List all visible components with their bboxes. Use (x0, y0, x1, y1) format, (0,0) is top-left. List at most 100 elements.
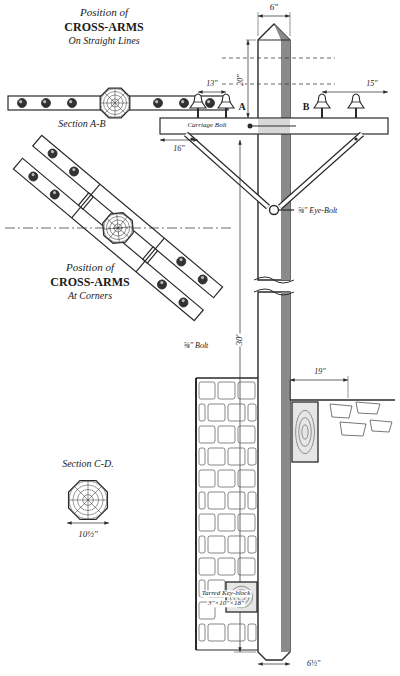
crossarm-plan (33, 135, 223, 297)
wall-stone (228, 492, 245, 509)
part-label: Carriage Bolt (186, 122, 227, 129)
wood-ray (110, 214, 124, 228)
pole-upper (258, 24, 290, 280)
wood-ray (115, 103, 116, 117)
footing-line (196, 649, 258, 650)
wall-stone (199, 448, 205, 465)
pin-hole (175, 255, 188, 268)
wall-stone (218, 470, 235, 487)
wall-stone (228, 448, 245, 465)
alternative-arm-position (222, 58, 335, 59)
wall-stone (199, 426, 215, 443)
pole-cap-edge (258, 40, 290, 41)
wood-ray (88, 500, 101, 513)
center-line (5, 228, 232, 229)
key-block (292, 402, 318, 462)
pole-shade (281, 292, 290, 652)
pin-hole (46, 147, 59, 160)
section-label: Section C-D. (61, 459, 115, 470)
pin-hole-highlight (179, 257, 183, 261)
wall-stone (238, 514, 255, 531)
extension-line (246, 40, 256, 41)
wall-stone (238, 382, 255, 399)
wood-ray (115, 93, 125, 103)
pin-hole-highlight (207, 100, 210, 103)
insulator-pin (225, 108, 227, 118)
part-label: 3"×10"×18" (207, 600, 245, 607)
wood-ray (118, 228, 129, 237)
title-line: Position of (65, 262, 115, 274)
extension-line (348, 376, 349, 398)
wall-stone (248, 404, 256, 421)
dimension-arrowhead (198, 90, 203, 93)
wood-ray (105, 103, 115, 113)
eye-bolt-shank (279, 209, 294, 210)
dimension-line (67, 523, 109, 524)
growth-ring (296, 410, 315, 453)
dimension-arrowhead (238, 140, 241, 145)
pin-hole (196, 273, 209, 286)
pin-hole (180, 99, 189, 108)
wall-stone (199, 558, 215, 575)
dimension-line (290, 380, 348, 381)
rubble-stone (340, 422, 366, 436)
crossarm-plan (13, 158, 203, 320)
rubble-stone (356, 402, 380, 414)
title-line: CROSS-ARMS (63, 21, 144, 34)
dimension-label: 19" (313, 368, 326, 376)
wood-ray (118, 217, 127, 228)
wall-stone (218, 514, 235, 531)
pin-hole-highlight (200, 275, 204, 279)
dimension-arrowhead (285, 662, 290, 665)
wood-ray (69, 500, 88, 501)
carriage-bolt (250, 125, 296, 126)
pin-hole (206, 99, 215, 108)
title-line: Position of (79, 7, 129, 19)
pin-hole (42, 99, 51, 108)
pin-hole (156, 278, 169, 291)
insulator-glass (314, 94, 330, 108)
insulator-groove (221, 102, 231, 103)
section-label: Section A-B (57, 119, 106, 130)
insulator-groove (317, 102, 327, 103)
through-bolt (72, 184, 100, 218)
wall-stone (199, 536, 205, 553)
wall-stone (238, 470, 255, 487)
brace-outline (186, 134, 268, 207)
pole-lower (258, 292, 290, 660)
dimension-arrowhead (221, 90, 226, 93)
pin-hole-highlight (43, 100, 46, 103)
wall-stone (208, 536, 225, 553)
pin-hole (48, 188, 61, 201)
dimension-arrowhead (285, 14, 290, 17)
extension-line (290, 12, 291, 36)
wall-stone (208, 492, 225, 509)
brace-outline (280, 134, 362, 207)
pin-hole-highlight (72, 167, 76, 171)
dimension-label: 30' (235, 334, 244, 347)
insulator (314, 94, 330, 118)
wood-ray (88, 481, 89, 500)
wood-ray (115, 89, 116, 103)
dimension-line (160, 140, 198, 141)
pin-hole-highlight (155, 100, 158, 103)
insulator-pin (197, 108, 199, 118)
insulator-glass (190, 94, 206, 108)
pin-hole-highlight (31, 172, 35, 176)
wall-stone (199, 382, 215, 399)
pin-hole (18, 99, 27, 108)
part-label: Tarred Key-block (201, 590, 252, 597)
ground-line (290, 399, 395, 401)
dimension-arrowhead (104, 521, 109, 524)
pin-hole-highlight (69, 100, 72, 103)
dimension-arrowhead (343, 378, 348, 381)
wood-ray (88, 487, 101, 500)
dimension-arrowhead (290, 378, 295, 381)
growth-ring (101, 89, 130, 118)
ground-line (196, 377, 258, 379)
pole-elevation (254, 24, 294, 660)
wall-stone (238, 558, 255, 575)
wood-ray (105, 93, 115, 103)
